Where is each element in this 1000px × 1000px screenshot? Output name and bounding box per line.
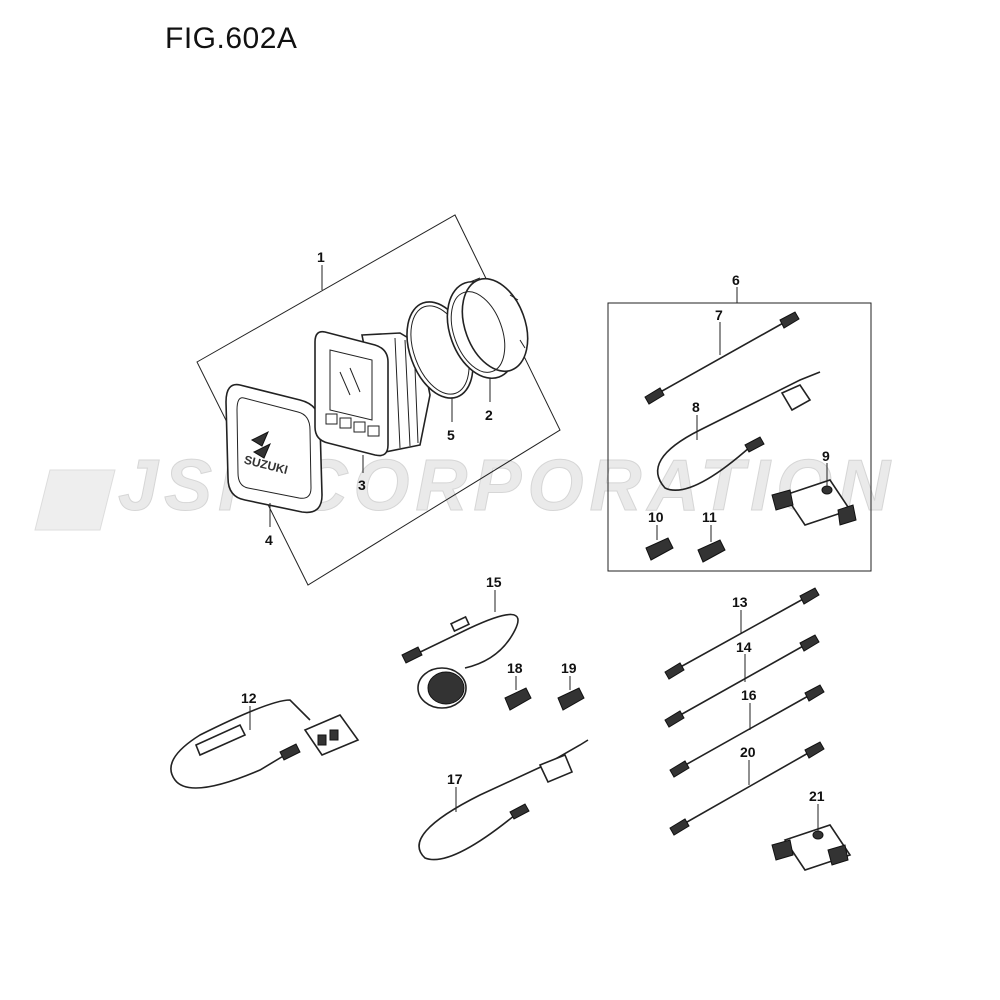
part-9-t-connector[interactable]	[771, 479, 857, 526]
callout-13: 13	[732, 594, 748, 610]
part-13-cable[interactable]	[664, 587, 820, 680]
part-12-cable[interactable]	[170, 699, 360, 789]
part-19-terminator[interactable]	[557, 687, 585, 711]
callout-16: 16	[741, 687, 757, 703]
part-3-gauge[interactable]	[314, 330, 431, 457]
assembly-6-box	[607, 302, 872, 572]
callout-7: 7	[715, 307, 723, 323]
watermark-logo	[34, 469, 116, 531]
assembly-1-box	[196, 214, 561, 586]
callout-17: 17	[447, 771, 463, 787]
callout-15: 15	[486, 574, 502, 590]
part-4-bezel-cover[interactable]: SUZUKI	[225, 383, 323, 514]
callout-10: 10	[648, 509, 664, 525]
callout-5: 5	[447, 427, 455, 443]
part-7-cable[interactable]	[644, 311, 800, 405]
callout-3: 3	[358, 477, 366, 493]
part-16-cable[interactable]	[669, 684, 825, 778]
callout-2: 2	[485, 407, 493, 423]
callout-8: 8	[692, 399, 700, 415]
part-14-cable[interactable]	[664, 634, 820, 728]
callout-18: 18	[507, 660, 523, 676]
callout-21: 21	[809, 788, 825, 804]
callout-19: 19	[561, 660, 577, 676]
callout-9: 9	[822, 448, 830, 464]
part-20-cable[interactable]	[669, 741, 825, 836]
figure-title: FIG.602A	[165, 22, 298, 55]
callout-12: 12	[241, 690, 257, 706]
part-18-terminator[interactable]	[504, 687, 532, 711]
part-11-terminator[interactable]	[697, 539, 726, 563]
callout-4: 4	[265, 532, 273, 548]
part-21-t-connector[interactable]	[771, 824, 852, 871]
part-2-nut[interactable]	[435, 270, 540, 388]
callout-20: 20	[740, 744, 756, 760]
callout-11: 11	[702, 509, 717, 525]
part-8-power-cable[interactable]	[656, 371, 821, 492]
part-17-power-cable[interactable]	[418, 739, 589, 861]
callout-6: 6	[732, 272, 740, 288]
callout-1: 1	[317, 249, 325, 265]
part-15-sensor[interactable]	[401, 613, 519, 709]
part-10-terminator[interactable]	[645, 537, 674, 561]
callout-14: 14	[736, 639, 752, 655]
